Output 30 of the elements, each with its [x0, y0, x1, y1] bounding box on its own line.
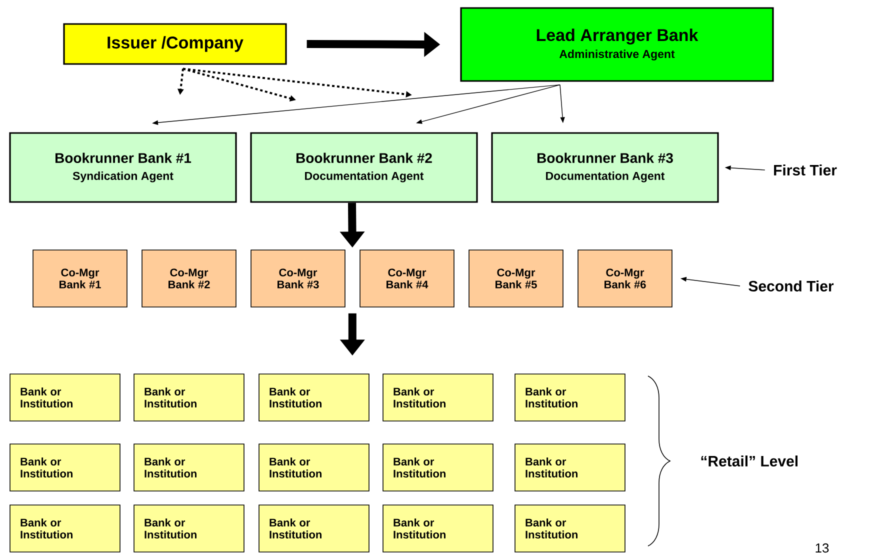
lead-arranger-box: Lead Arranger Bank Administrative Agent: [460, 7, 774, 82]
institution-box: Bank or Institution: [514, 374, 626, 422]
bookrunner-box: Bookrunner Bank #2 Documentation Agent: [250, 132, 478, 203]
institution-box: Bank or Institution: [10, 444, 120, 492]
institution-box: Bank or Institution: [134, 444, 244, 492]
institution-box: Bank or Institution: [10, 504, 120, 552]
bookrunner-box: Bookrunner Bank #3 Documentation Agent: [491, 132, 719, 203]
institution-box: Bank or Institution: [382, 444, 494, 492]
institution-box: Bank or Institution: [258, 374, 370, 422]
co-manager-box: Co-Mgr Bank #2: [142, 250, 236, 308]
co-manager-box: Co-Mgr Bank #5: [468, 250, 564, 308]
institution-box: Bank or Institution: [382, 374, 494, 422]
level-label: “Retail” Level: [701, 455, 798, 466]
tier-label: First Tier: [774, 164, 837, 176]
institution-box: Bank or Institution: [258, 444, 370, 492]
page-number: 13: [816, 543, 829, 553]
co-manager-box: Co-Mgr Bank #1: [32, 250, 128, 308]
co-manager-box: Co-Mgr Bank #6: [578, 250, 672, 308]
institution-box: Bank or Institution: [382, 504, 494, 552]
co-manager-box: Co-Mgr Bank #3: [250, 250, 346, 308]
tier-label: Second Tier: [748, 280, 834, 292]
co-manager-box: Co-Mgr Bank #4: [360, 250, 454, 308]
institution-box: Bank or Institution: [134, 374, 244, 422]
bookrunner-box: Bookrunner Bank #1 Syndication Agent: [9, 132, 237, 203]
institution-box: Bank or Institution: [134, 504, 244, 552]
institution-box: Bank or Institution: [10, 374, 120, 422]
issuer-box: Issuer /Company: [63, 23, 287, 65]
institution-box: Bank or Institution: [514, 504, 626, 552]
institution-box: Bank or Institution: [514, 444, 626, 492]
institution-box: Bank or Institution: [258, 504, 370, 552]
